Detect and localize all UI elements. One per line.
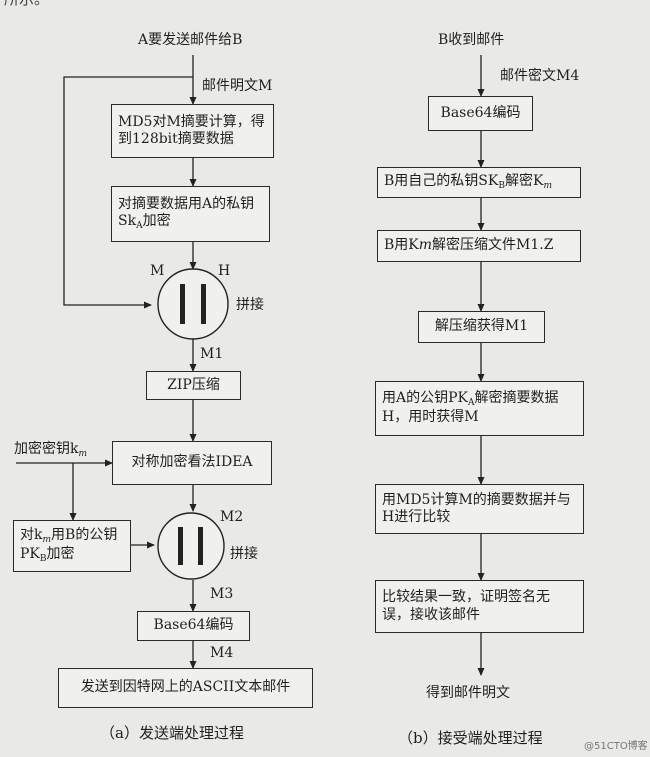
encrypt-key-box: 对km用B的公钥PKB加密 <box>13 520 131 572</box>
m2-label: M2 <box>220 509 244 525</box>
idea-text: 对称加密看法IDEA <box>131 454 253 471</box>
concat-label-2: 拼接 <box>230 546 258 562</box>
concat-symbol-2 <box>157 512 225 580</box>
h-label: H <box>218 263 231 279</box>
left-title: A要发送邮件给B <box>138 32 243 48</box>
arrow-m-loop <box>63 76 193 309</box>
watermark: @51CTO博客 <box>584 741 648 752</box>
zip-box: ZIP压缩 <box>146 371 241 400</box>
md5-digest-text: MD5对M摘要计算，得到128bit摘要数据 <box>118 113 265 148</box>
result-text: 比较结果一致，证明签名无误，接收该邮件 <box>382 589 550 623</box>
encrypt-digest-box: 对摘要数据用A的私钥SkA加密 <box>111 186 270 242</box>
idea-box: 对称加密看法IDEA <box>112 441 272 485</box>
key-label: 加密密钥km <box>14 441 88 459</box>
send-email-box: 发送到因特网上的ASCII文本邮件 <box>58 668 313 708</box>
decrypt-zip-box: B用Km解密压缩文件M1.Z <box>377 230 581 262</box>
zip-text: ZIP压缩 <box>167 376 220 393</box>
compare-box: 用MD5计算M的摘要数据并与H进行比较 <box>375 484 584 534</box>
concat-symbol-1 <box>157 268 229 340</box>
m-label: M <box>150 263 165 279</box>
m3-label: M3 <box>210 586 234 602</box>
unzip-box: 解压缩获得M1 <box>418 311 545 343</box>
base64-decode-box: Base64编码 <box>428 96 533 131</box>
concat-label-1: 拼接 <box>236 297 264 313</box>
final-label: 得到邮件明文 <box>426 685 510 701</box>
decrypt-key-text: B用自己的私钥SKB解密Km <box>384 172 552 191</box>
decrypt-zip-text: B用Km解密压缩文件M1.Z <box>384 237 554 254</box>
top-text-fragment: 所示。 <box>4 0 49 9</box>
encrypt-key-text: 对km用B的公钥PKB加密 <box>20 526 118 564</box>
result-box: 比较结果一致，证明签名无误，接收该邮件 <box>375 580 584 633</box>
base64-encode-box: Base64编码 <box>137 611 250 641</box>
decrypt-digest-text: 用A的公钥PKA解密摘要数据H，用时获得M <box>382 390 559 426</box>
m1-label: M1 <box>200 346 224 362</box>
md5-digest-box: MD5对M摘要计算，得到128bit摘要数据 <box>111 104 274 158</box>
send-email-text: 发送到因特网上的ASCII文本邮件 <box>80 679 291 696</box>
base64-decode-text: Base64编码 <box>440 104 521 121</box>
left-caption: （a）发送端处理过程 <box>100 724 244 742</box>
decrypt-key-box: B用自己的私钥SKB解密Km <box>377 167 581 198</box>
right-title: B收到邮件 <box>438 32 505 48</box>
decrypt-digest-box: 用A的公钥PKA解密摘要数据H，用时获得M <box>375 381 584 436</box>
cipher-label: 邮件密文M4 <box>500 68 580 84</box>
compare-text: 用MD5计算M的摘要数据并与H进行比较 <box>382 491 571 526</box>
unzip-text: 解压缩获得M1 <box>434 318 529 335</box>
encrypt-digest-text: 对摘要数据用A的私钥SkA加密 <box>118 195 255 232</box>
base64-encode-text: Base64编码 <box>153 617 234 634</box>
m4-label: M4 <box>210 645 234 661</box>
right-caption: （b）接受端处理过程 <box>398 729 543 747</box>
plaintext-label: 邮件明文M <box>202 78 273 94</box>
